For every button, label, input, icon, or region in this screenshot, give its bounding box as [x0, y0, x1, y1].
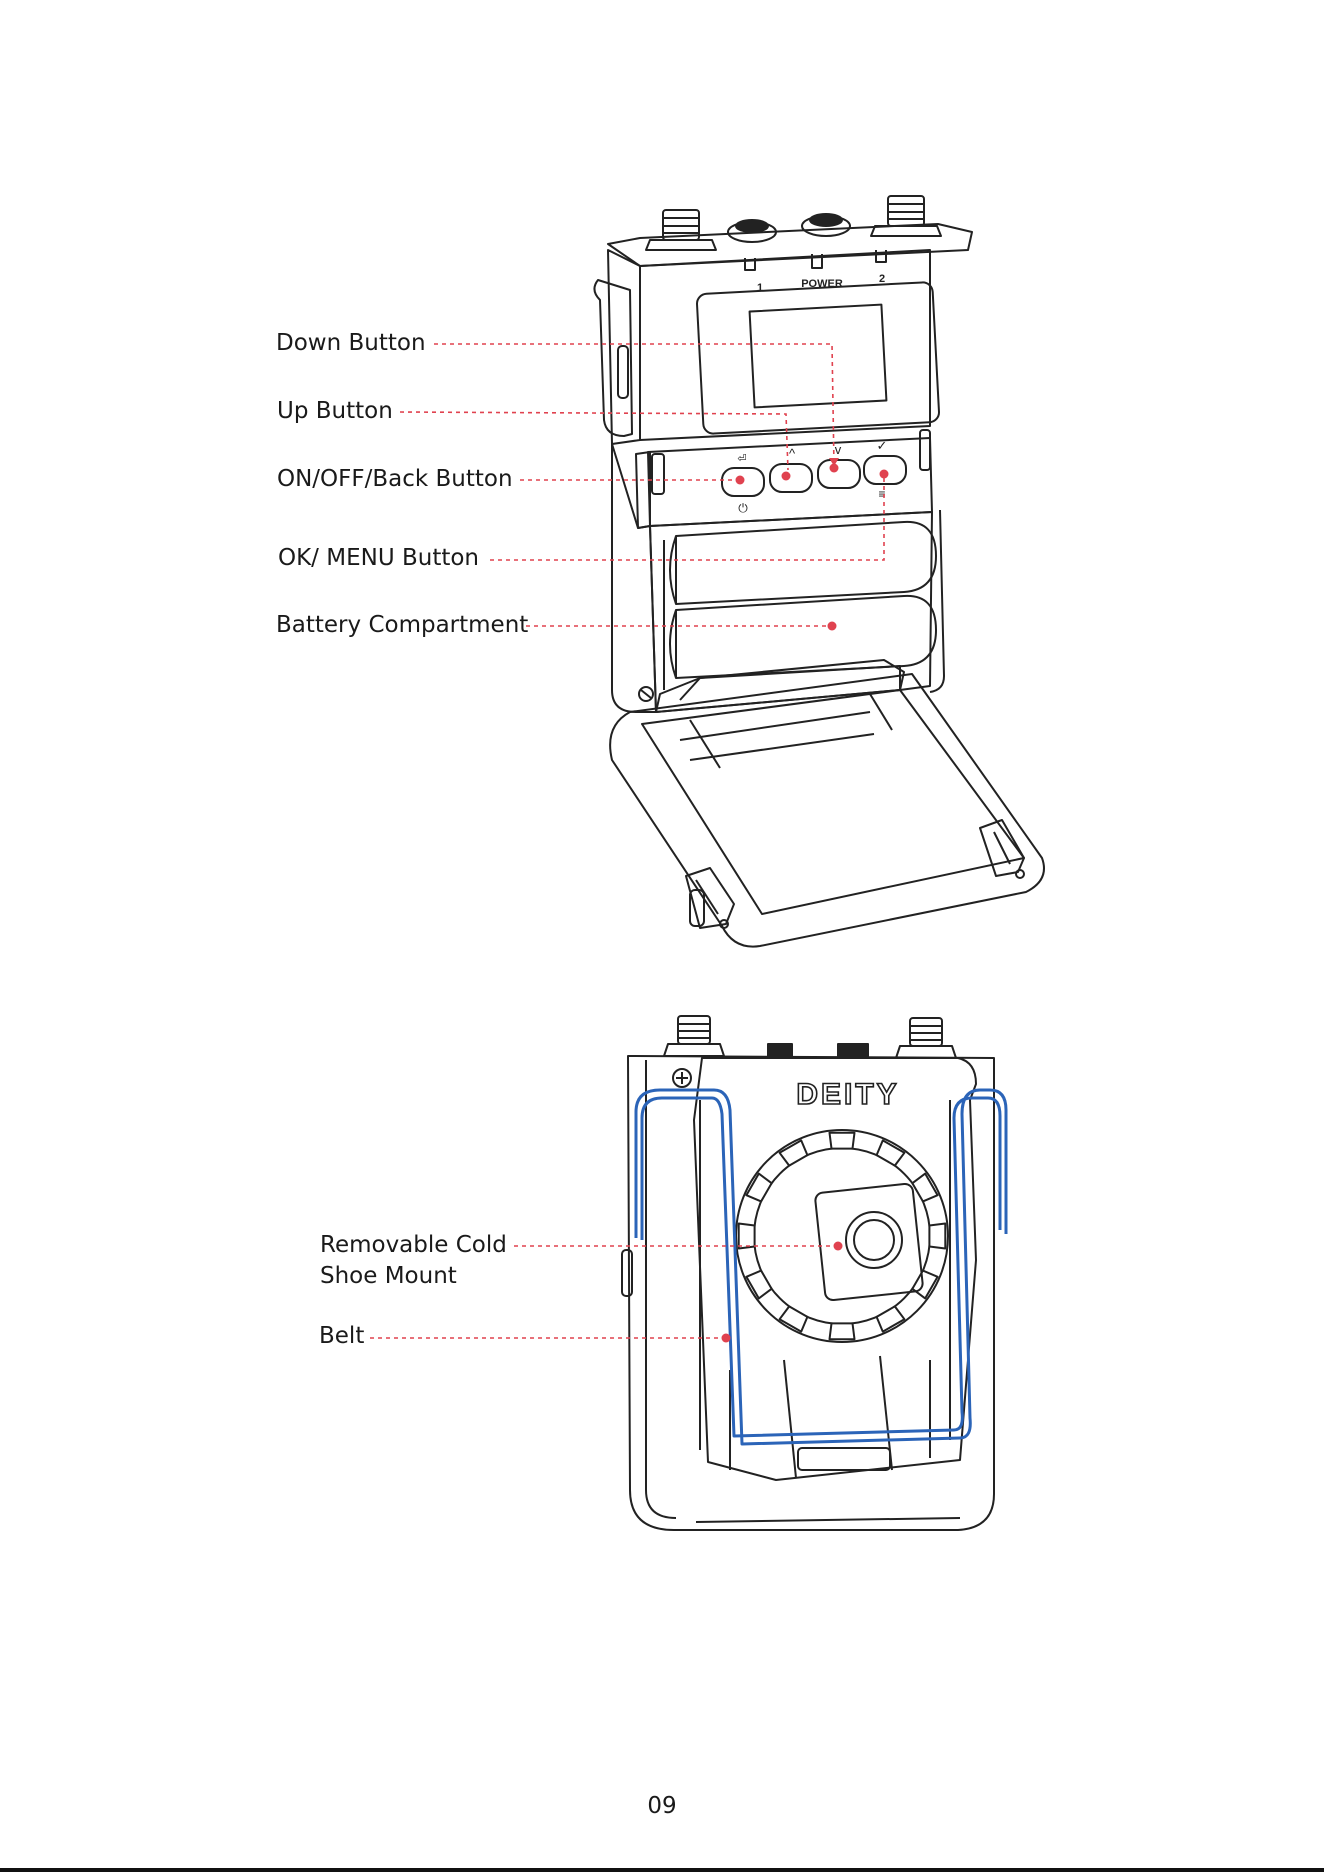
- chevron-up-icon: ^: [789, 446, 796, 461]
- audio-jack-2: [802, 214, 850, 236]
- cold-shoe-tooth: [746, 1174, 771, 1202]
- callout-dots: [722, 458, 889, 1343]
- display-frame: [696, 282, 939, 434]
- up-button[interactable]: ^: [770, 446, 812, 492]
- battery-1: [670, 522, 936, 604]
- display-screen: [750, 305, 887, 408]
- cold-shoe-tooth: [877, 1140, 905, 1165]
- channel-1-label: 1: [757, 282, 763, 294]
- antenna-connector-left-back: [664, 1016, 724, 1056]
- cold-shoe-tooth: [780, 1306, 808, 1331]
- callout-cold-shoe-line1: Removable Cold: [320, 1230, 507, 1261]
- battery-door: [610, 674, 1044, 947]
- cold-shoe-tooth: [912, 1174, 937, 1202]
- antenna-connector-right-back: [896, 1018, 956, 1058]
- dot-ok-button: [880, 470, 889, 479]
- callout-belt: Belt: [319, 1321, 364, 1352]
- leader-up-button: [400, 412, 788, 470]
- down-button[interactable]: v: [818, 442, 860, 488]
- cold-shoe-tooth: [929, 1224, 945, 1249]
- leader-down-button: [434, 344, 834, 466]
- cold-shoe-tooth: [830, 1323, 855, 1339]
- cold-shoe-tooth: [739, 1224, 755, 1249]
- callout-cold-shoe-line2: Shoe Mount: [320, 1261, 457, 1292]
- power-icon: ⏻: [738, 501, 748, 515]
- chevron-down-icon: v: [835, 442, 842, 457]
- receiver-back-body: [628, 1056, 994, 1530]
- channel-2-label: 2: [879, 273, 885, 285]
- power-label: POWER: [801, 278, 843, 290]
- footer-rule: [0, 1868, 1324, 1872]
- deity-logo: DEITY: [796, 1078, 899, 1111]
- dot-belt: [722, 1334, 731, 1343]
- dot-cold-shoe: [834, 1242, 843, 1251]
- callout-up-button: Up Button: [277, 396, 393, 427]
- page-number: 09: [612, 1793, 712, 1819]
- check-icon: ✓: [877, 438, 888, 453]
- dot-up-button: [782, 472, 791, 481]
- callout-down-button: Down Button: [276, 328, 426, 359]
- cold-shoe-tooth: [830, 1133, 855, 1149]
- callout-battery-compartment: Battery Compartment: [276, 610, 528, 641]
- callout-ok-menu-button: OK/ MENU Button: [278, 543, 479, 574]
- dot-down-button: [830, 464, 839, 473]
- back-icon: ⏎: [737, 453, 746, 465]
- cold-shoe-tooth: [780, 1140, 808, 1165]
- dot-battery: [828, 622, 837, 631]
- onoff-back-button[interactable]: ⏎ ⏻: [722, 453, 764, 515]
- antenna-connector-left: [646, 210, 716, 250]
- leader-ok-button: [490, 478, 884, 560]
- cold-shoe-mount: [736, 1130, 948, 1342]
- cold-shoe-tooth: [877, 1306, 905, 1331]
- cold-shoe-tooth: [746, 1271, 771, 1299]
- receiver-upper-body: [640, 250, 930, 440]
- ok-menu-button[interactable]: ✓ ≡: [864, 438, 906, 501]
- antenna-connector-right: [871, 196, 941, 236]
- callout-onoff-button: ON/OFF/Back Button: [277, 464, 513, 495]
- cold-shoe-tooth: [912, 1271, 937, 1299]
- receiver-front-view: ⏎ ⏻ ^ v ✓ ≡: [594, 196, 1044, 947]
- dot-onoff-button: [736, 476, 745, 485]
